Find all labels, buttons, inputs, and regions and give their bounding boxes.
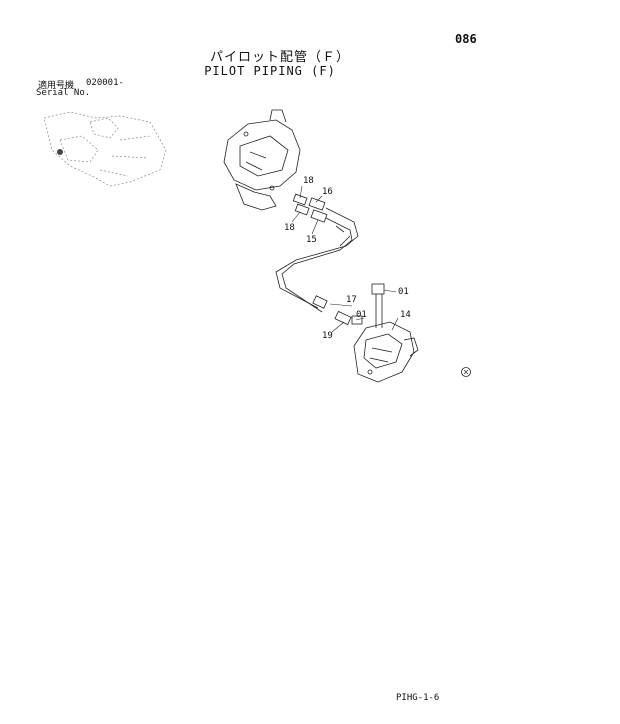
circled-marker-icon bbox=[461, 367, 471, 377]
upper-fittings bbox=[292, 193, 328, 223]
leader-lines bbox=[291, 185, 399, 333]
title-english: PILOT PIPING (F) bbox=[204, 64, 336, 78]
callout-15: 15 bbox=[306, 235, 317, 245]
callout-01-lower: 01 bbox=[356, 310, 367, 320]
callout-14: 14 bbox=[400, 310, 411, 320]
callout-19: 19 bbox=[322, 331, 333, 341]
serial-label-english: Serial No. bbox=[36, 88, 91, 98]
machine-overview-sketch bbox=[43, 111, 167, 187]
callout-18-upper: 18 bbox=[303, 176, 314, 186]
serial-label-japanese: 適用号機 bbox=[38, 81, 75, 91]
pilot-valve-assembly bbox=[223, 109, 301, 211]
callout-01-upper: 01 bbox=[398, 287, 409, 297]
callout-17: 17 bbox=[346, 295, 357, 305]
serial-value: 020001- bbox=[86, 78, 124, 88]
pilot-hoses bbox=[275, 207, 359, 313]
title-japanese: パイロット配管（Ｆ） bbox=[209, 50, 350, 65]
callout-18-lower: 18 bbox=[284, 223, 295, 233]
control-valve-assembly bbox=[353, 321, 419, 383]
lower-fittings bbox=[312, 283, 385, 328]
page-number: 086 bbox=[455, 32, 477, 46]
footer-code: PIHG-1-6 bbox=[396, 693, 440, 703]
callout-16: 16 bbox=[322, 187, 333, 197]
